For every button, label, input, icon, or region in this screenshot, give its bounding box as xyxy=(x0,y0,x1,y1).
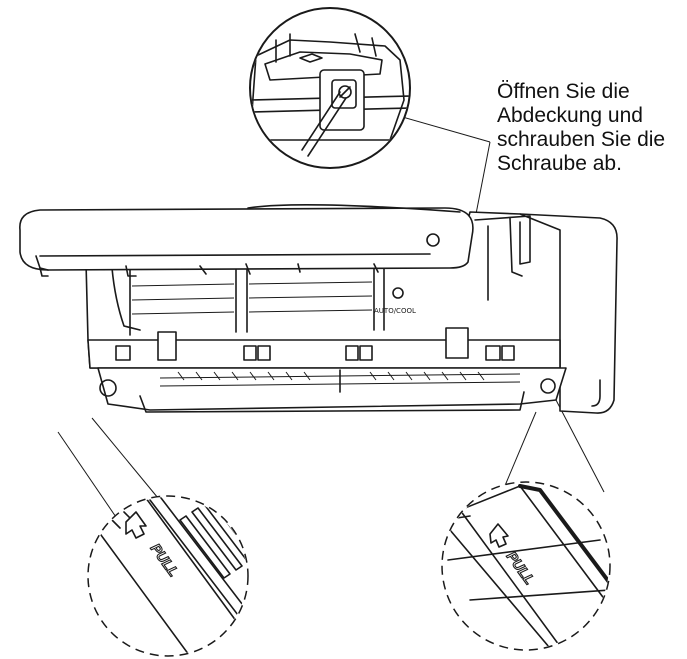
instruction-line: Öffnen Sie die xyxy=(497,80,630,103)
panel-indicator xyxy=(426,233,440,247)
instruction-line: Abdeckung und xyxy=(497,104,643,127)
instruction-line: Schraube ab. xyxy=(497,152,622,175)
auto-button xyxy=(392,287,404,299)
auto-button-label: AUTO/COOL xyxy=(374,307,416,315)
leader-line-right-a xyxy=(555,399,605,493)
pull-arrow-icon-left xyxy=(125,511,147,539)
front-panel xyxy=(19,207,474,271)
air-outlet xyxy=(97,367,567,411)
instruction-line: schrauben Sie die xyxy=(497,128,666,151)
filter-grid xyxy=(131,281,373,315)
detail-circle-left-pull: PULL xyxy=(87,495,249,657)
front-panel-open xyxy=(19,204,474,277)
front-clips xyxy=(115,327,515,361)
pull-arrow-icon-right xyxy=(489,523,509,548)
screwdriver-icon xyxy=(301,91,341,151)
instruction-text: Öffnen Sie die Abdeckung und schrauben S… xyxy=(497,80,682,176)
leader-line-left-a xyxy=(91,417,159,499)
leader-line-right-b xyxy=(503,411,537,489)
detail-circle-screw xyxy=(249,7,411,169)
detail-circle-right-pull: PULL xyxy=(441,481,611,651)
screw-location xyxy=(445,327,469,359)
leader-line-left-b xyxy=(57,431,119,521)
